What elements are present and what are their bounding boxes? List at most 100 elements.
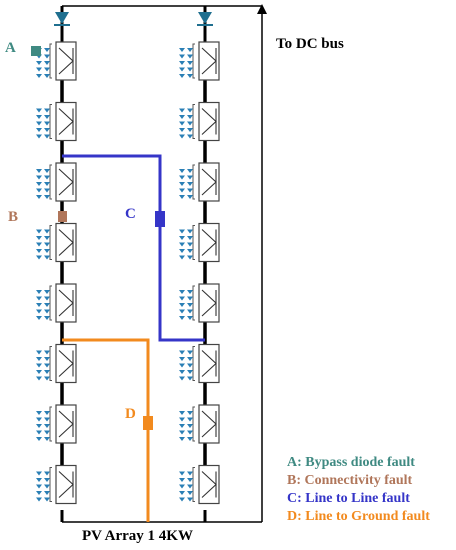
cell-icon [179, 376, 185, 381]
cell-icon [44, 134, 50, 139]
cell-icon [44, 370, 50, 374]
module-frame [55, 162, 77, 202]
pv-module [179, 343, 220, 405]
cell-icon [36, 134, 42, 139]
cell-icon [179, 175, 185, 180]
cell-icon [179, 437, 185, 441]
cell-icon [187, 417, 193, 422]
cell-icon [44, 169, 50, 173]
cell-icon [44, 48, 50, 52]
blocking-diodes [54, 12, 213, 26]
cell-icon [44, 350, 50, 355]
cell-icon [44, 411, 50, 415]
cell-icon [187, 309, 193, 314]
cell-icon [179, 350, 185, 355]
cell-icon [36, 376, 42, 381]
cell-icon [187, 182, 193, 186]
blocking-diode-2 [198, 12, 212, 24]
pv-module [36, 222, 77, 284]
module-frame [55, 101, 77, 142]
cell-icon [44, 229, 50, 234]
cell-icon [179, 430, 185, 435]
dc-bus-arrowhead [257, 4, 267, 14]
cell-icon [179, 471, 185, 476]
cell-icon [179, 491, 185, 495]
legend-item-a: A: Bypass diode fault [287, 455, 415, 470]
cell-icon [187, 376, 193, 381]
cell-icon [36, 128, 42, 132]
cell-icon [187, 121, 193, 126]
cell-icon [187, 61, 193, 65]
cell-icon [36, 411, 42, 415]
cell-icon [36, 195, 42, 199]
cell-icon [187, 67, 193, 72]
fault-marker-c [155, 211, 165, 227]
cell-icon [187, 484, 193, 489]
cell-icon [36, 357, 42, 361]
pv-module [36, 404, 77, 466]
cell-icon [44, 497, 50, 502]
cell-icon [179, 370, 185, 374]
cell-icon [44, 236, 50, 240]
legend-item-c: C: Line to Line fault [287, 491, 410, 506]
cell-icon [36, 74, 42, 78]
pv-module [179, 101, 220, 163]
legend-item-d: D: Line to Ground fault [287, 509, 430, 524]
module-frame [198, 464, 220, 505]
cell-icon [44, 195, 50, 199]
cell-icon [36, 175, 42, 180]
cell-icon [187, 255, 193, 260]
cell-icon [187, 290, 193, 294]
pv-module [36, 162, 77, 224]
cell-icon [179, 249, 185, 253]
cell-icon [44, 417, 50, 422]
cell-icon [187, 357, 193, 361]
cell-icon [187, 478, 193, 482]
cell-icon [187, 115, 193, 119]
cell-icon [36, 296, 42, 301]
cell-icon [187, 48, 193, 52]
cell-icon [179, 424, 185, 428]
cell-icon [36, 491, 42, 495]
bypass-bracket [192, 43, 195, 79]
bypass-bracket [49, 164, 52, 200]
cell-icon [187, 370, 193, 374]
bypass-bracket [49, 467, 52, 502]
pv-module [179, 464, 220, 505]
cell-icon [36, 188, 42, 193]
cell-icon [36, 229, 42, 234]
cell-icon [44, 249, 50, 253]
cell-icon [179, 484, 185, 489]
fault-marker-a [31, 46, 41, 56]
cell-icon [187, 316, 193, 320]
cell-icon [187, 471, 193, 476]
fault-marker-b [58, 211, 67, 222]
cell-icon [44, 484, 50, 489]
cell-icon [187, 242, 193, 247]
cell-icon [179, 54, 185, 59]
cell-icon [179, 229, 185, 234]
cell-icon [187, 491, 193, 495]
marker-label-c: C [125, 206, 136, 222]
cell-icon [36, 236, 42, 240]
legend-item-b: B: Connectivity fault [287, 473, 413, 488]
marker-label-b: B [8, 209, 19, 225]
cell-icon [36, 108, 42, 113]
cell-icon [44, 108, 50, 113]
cell-icon [44, 424, 50, 428]
cell-icon [179, 290, 185, 294]
cell-icon [36, 430, 42, 435]
cell-icon [44, 303, 50, 307]
cell-icon [179, 169, 185, 173]
cell-icon [187, 134, 193, 139]
pv-modules [36, 41, 220, 505]
fault-paths [31, 46, 205, 522]
cell-icon [36, 255, 42, 260]
cell-icon [36, 67, 42, 72]
array-title: PV Array 1 4KW [82, 528, 193, 544]
cell-icon [44, 121, 50, 126]
bypass-bracket [49, 104, 52, 139]
module-frame [55, 41, 77, 81]
